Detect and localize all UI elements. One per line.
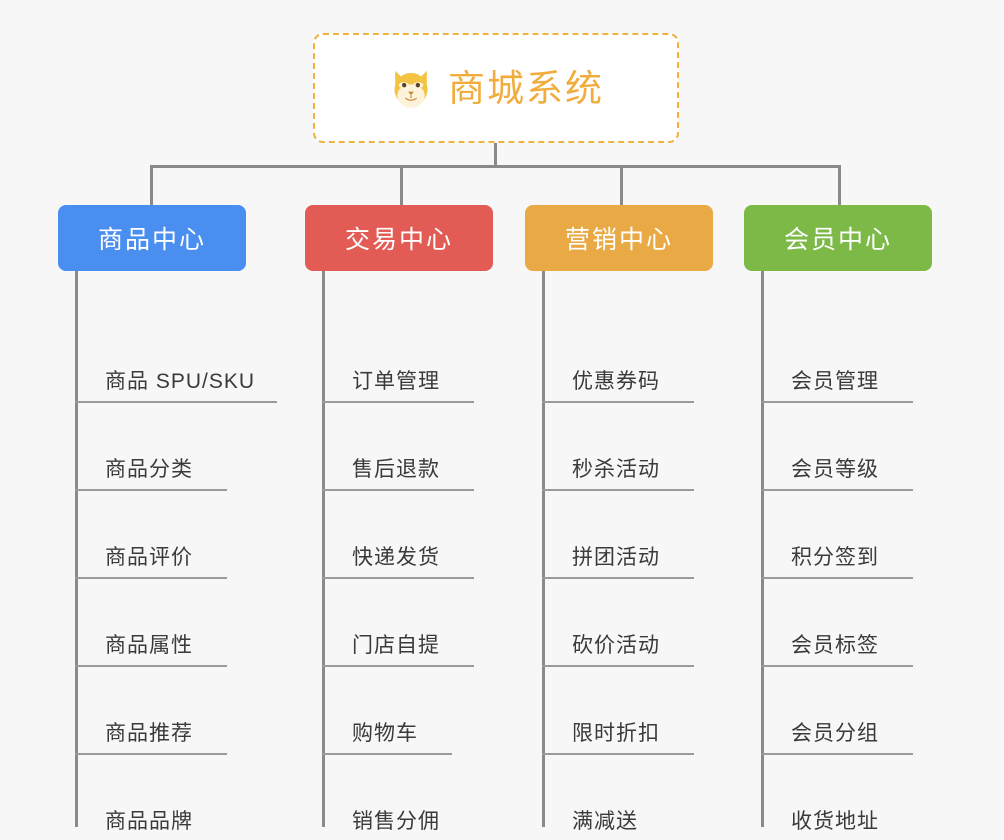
root-title: 商城系统	[448, 67, 604, 109]
category-header-product-center[interactable]: 商品中心	[58, 205, 246, 271]
leaf-underline	[761, 753, 913, 755]
category-header-member-center[interactable]: 会员中心	[744, 205, 932, 271]
leaf-label: 满减送	[572, 810, 638, 833]
leaf-label: 砍价活动	[572, 634, 660, 657]
leaf-underline	[322, 577, 474, 579]
leaf-label: 会员管理	[791, 370, 879, 393]
leaf-underline	[75, 753, 227, 755]
leaf-label: 商品推荐	[105, 722, 193, 745]
leaf-group: 优惠券码 秒杀活动 拼团活动 砍价活动 限时折扣 满减送	[525, 271, 713, 833]
connector-drop-3	[838, 165, 841, 205]
leaf-group: 会员管理 会员等级 积分签到 会员标签 会员分组 收货地址	[744, 271, 932, 833]
leaf-label: 秒杀活动	[572, 458, 660, 481]
category-header-trade-center[interactable]: 交易中心	[305, 205, 493, 271]
branch-column-member-center: 会员中心 会员管理 会员等级 积分签到 会员标签 会员分组	[744, 205, 932, 833]
leaf-label: 售后退款	[352, 458, 440, 481]
trunk-line	[322, 271, 325, 827]
leaf-underline	[542, 577, 694, 579]
leaf-underline	[542, 489, 694, 491]
leaf-label: 快递发货	[352, 546, 440, 569]
leaf-group: 订单管理 售后退款 快递发货 门店自提 购物车 销售分佣	[305, 271, 493, 833]
leaf-underline	[761, 401, 913, 403]
leaf-underline	[75, 401, 277, 403]
leaf-label: 积分签到	[791, 546, 879, 569]
leaf-label: 商品 SPU/SKU	[105, 370, 256, 393]
leaf-underline	[542, 401, 694, 403]
category-header-label: 会员中心	[783, 226, 892, 254]
leaf-label: 会员标签	[791, 634, 879, 657]
category-header-marketing-center[interactable]: 营销中心	[525, 205, 713, 271]
leaf-underline	[542, 665, 694, 667]
leaf-label: 购物车	[352, 722, 418, 745]
trunk-line	[761, 271, 764, 827]
leaf-label: 限时折扣	[572, 722, 660, 745]
leaf-label: 销售分佣	[352, 810, 440, 833]
leaf-underline	[322, 489, 474, 491]
leaf-label: 门店自提	[352, 634, 440, 657]
category-header-label: 商品中心	[97, 226, 206, 254]
leaf-underline	[761, 577, 913, 579]
leaf-underline	[542, 753, 694, 755]
leaf-label: 会员等级	[791, 458, 879, 481]
category-header-label: 交易中心	[344, 226, 453, 254]
leaf-label: 商品属性	[105, 634, 193, 657]
leaf-label: 收货地址	[791, 810, 879, 833]
shiba-dog-face-icon	[394, 70, 428, 109]
leaf-underline	[322, 665, 474, 667]
leaf-label: 商品评价	[105, 546, 193, 569]
connector-horizontal-bar	[150, 165, 840, 168]
category-header-label: 营销中心	[564, 226, 673, 254]
leaf-underline	[322, 753, 452, 755]
branch-column-trade-center: 交易中心 订单管理 售后退款 快递发货 门店自提 购物车	[305, 205, 493, 833]
leaf-label: 拼团活动	[572, 546, 660, 569]
trunk-line	[542, 271, 545, 827]
leaf-label: 订单管理	[352, 370, 440, 393]
trunk-line	[75, 271, 78, 827]
leaf-label: 商品分类	[105, 458, 193, 481]
branch-column-product-center: 商品中心 商品 SPU/SKU 商品分类 商品评价 商品属性 商品推荐	[58, 205, 277, 833]
connector-drop-1	[400, 165, 403, 205]
connector-drop-2	[620, 165, 623, 205]
leaf-underline	[75, 577, 227, 579]
leaf-label: 会员分组	[791, 722, 879, 745]
connector-drop-0	[150, 165, 153, 205]
root-node-mall-system[interactable]: 商城系统	[313, 33, 679, 143]
connector-root-stem	[494, 143, 497, 167]
leaf-label: 优惠券码	[572, 370, 660, 393]
leaf-underline	[761, 665, 913, 667]
leaf-underline	[75, 489, 227, 491]
leaf-underline	[761, 489, 913, 491]
leaf-label: 商品品牌	[105, 810, 193, 833]
leaf-underline	[322, 401, 474, 403]
leaf-underline	[75, 665, 227, 667]
branch-column-marketing-center: 营销中心 优惠券码 秒杀活动 拼团活动 砍价活动 限时折扣	[525, 205, 713, 833]
leaf-group: 商品 SPU/SKU 商品分类 商品评价 商品属性 商品推荐 商品品牌	[58, 271, 277, 833]
